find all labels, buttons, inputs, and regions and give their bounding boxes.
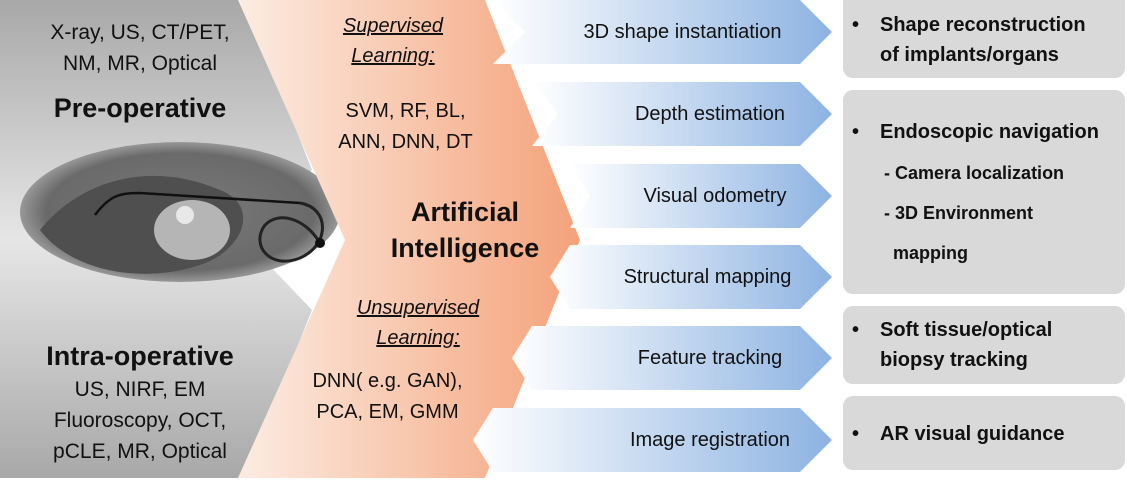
outcome-box-shape bbox=[843, 0, 1125, 78]
bullet-icon: • bbox=[852, 121, 860, 143]
intraop-arrow bbox=[0, 240, 312, 478]
task-label: Image registration bbox=[629, 429, 791, 451]
intraop-modality-line-2: Fluoroscopy, OCT, bbox=[53, 409, 227, 432]
outcome-ar-label: AR visual guidance bbox=[880, 423, 1065, 445]
supervised-heading-1: Supervised bbox=[342, 15, 444, 37]
outcome-sub-3d-env: - 3D Environment bbox=[884, 203, 1034, 223]
outcome-box-ar bbox=[843, 396, 1125, 470]
bullet-icon: • bbox=[852, 14, 860, 36]
outcome-shape-line-2: of implants/organs bbox=[880, 44, 1059, 66]
outcome-navigation: • Endoscopic navigation bbox=[852, 117, 1099, 147]
outcome-shape-line-1: Shape reconstruction bbox=[880, 14, 1086, 36]
task-label: Depth estimation bbox=[634, 103, 786, 125]
preop-modality-line-2: NM, MR, Optical bbox=[62, 52, 217, 75]
task-label: 3D shape instantiation bbox=[583, 21, 782, 43]
outcome-shape: • Shape reconstruction of implants/organs bbox=[852, 10, 1086, 70]
outcome-navigation-title: Endoscopic navigation bbox=[880, 121, 1099, 143]
outcome-tissue-line-1: Soft tissue/optical bbox=[880, 319, 1053, 341]
ai-title-2: Intelligence bbox=[390, 233, 540, 263]
task-label: Visual odometry bbox=[643, 185, 787, 207]
intraop-modality-line-1: US, NIRF, EM bbox=[74, 378, 206, 401]
task-label: Structural mapping bbox=[623, 266, 792, 288]
task-arrows bbox=[473, 0, 832, 472]
preop-modality-line-1: X-ray, US, CT/PET, bbox=[50, 21, 230, 44]
bullet-icon: • bbox=[852, 423, 860, 445]
outcome-tissue: • Soft tissue/optical biopsy tracking bbox=[852, 315, 1052, 375]
outcome-box-tissue bbox=[843, 306, 1125, 384]
intraop-title: Intra-operative bbox=[46, 341, 234, 371]
unsupervised-heading-1: Unsupervised bbox=[356, 297, 480, 319]
bullet-icon: • bbox=[852, 319, 860, 341]
outcome-sub-mapping: mapping bbox=[893, 243, 968, 263]
task-label: Feature tracking bbox=[637, 347, 783, 369]
outcome-tissue-line-2: biopsy tracking bbox=[880, 349, 1028, 371]
outcome-box-navigation bbox=[843, 90, 1125, 294]
supervised-methods-1: SVM, RF, BL, bbox=[345, 100, 466, 122]
outcome-sub-camera: - Camera localization bbox=[884, 163, 1065, 183]
preop-title: Pre-operative bbox=[53, 93, 227, 123]
outcome-ar: • AR visual guidance bbox=[852, 419, 1065, 449]
supervised-heading-2: Learning: bbox=[351, 45, 435, 67]
endoscopy-image bbox=[20, 142, 340, 282]
unsupervised-methods-2: PCA, EM, GMM bbox=[316, 401, 459, 423]
ai-chevron bbox=[238, 0, 580, 478]
unsupervised-heading-2: Learning: bbox=[376, 327, 460, 349]
intraop-modality-line-3: pCLE, MR, Optical bbox=[53, 440, 227, 463]
ai-title-1: Artificial bbox=[410, 197, 520, 227]
unsupervised-methods-1: DNN( e.g. GAN), bbox=[312, 370, 463, 392]
supervised-methods-2: ANN, DNN, DT bbox=[338, 131, 473, 153]
